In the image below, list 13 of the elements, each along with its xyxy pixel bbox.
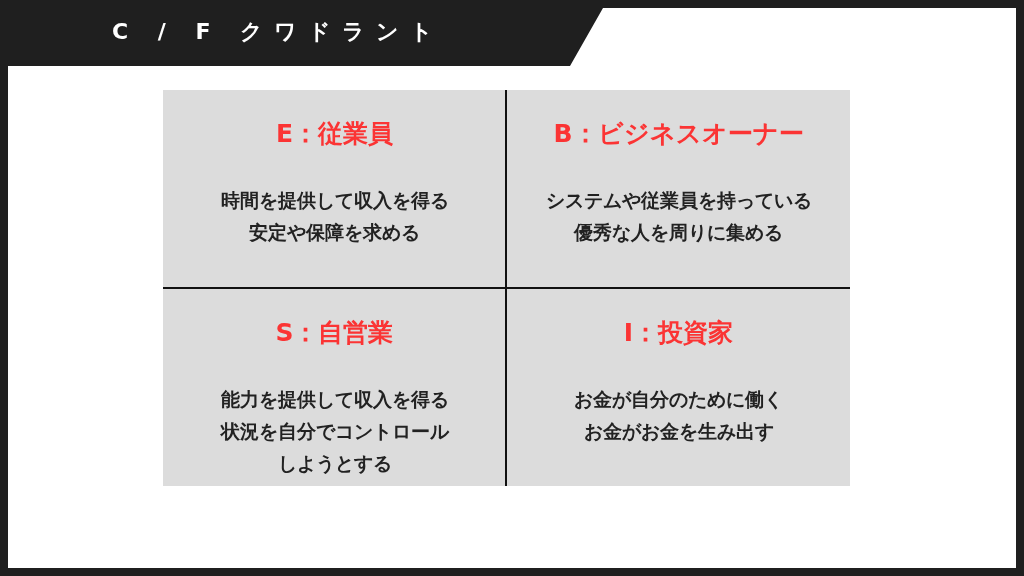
quadrant-panel xyxy=(507,90,850,287)
quadrant-heading: B：ビジネスオーナー xyxy=(552,119,805,149)
quadrant-heading: I：投資家 xyxy=(622,318,735,348)
quadrant-description: システムや従業員を持っている優秀な人を周りに集める xyxy=(544,188,813,245)
quadrant-panel xyxy=(507,289,850,486)
quadrant-description: 能力を提供して収入を得る状況を自分でコントロールしようとする xyxy=(219,387,450,476)
quadrant-description: お金が自分のために働くお金がお金を生み出す xyxy=(573,387,784,444)
quadrant-panel xyxy=(163,289,506,486)
quadrant-description: 時間を提供して収入を得る安定や保障を求める xyxy=(219,188,450,245)
quadrant-heading: S：自営業 xyxy=(274,318,395,348)
quadrant-panel xyxy=(163,90,506,287)
quadrant-heading: E：従業員 xyxy=(274,119,395,149)
title: C / F クワドラント xyxy=(112,18,445,46)
